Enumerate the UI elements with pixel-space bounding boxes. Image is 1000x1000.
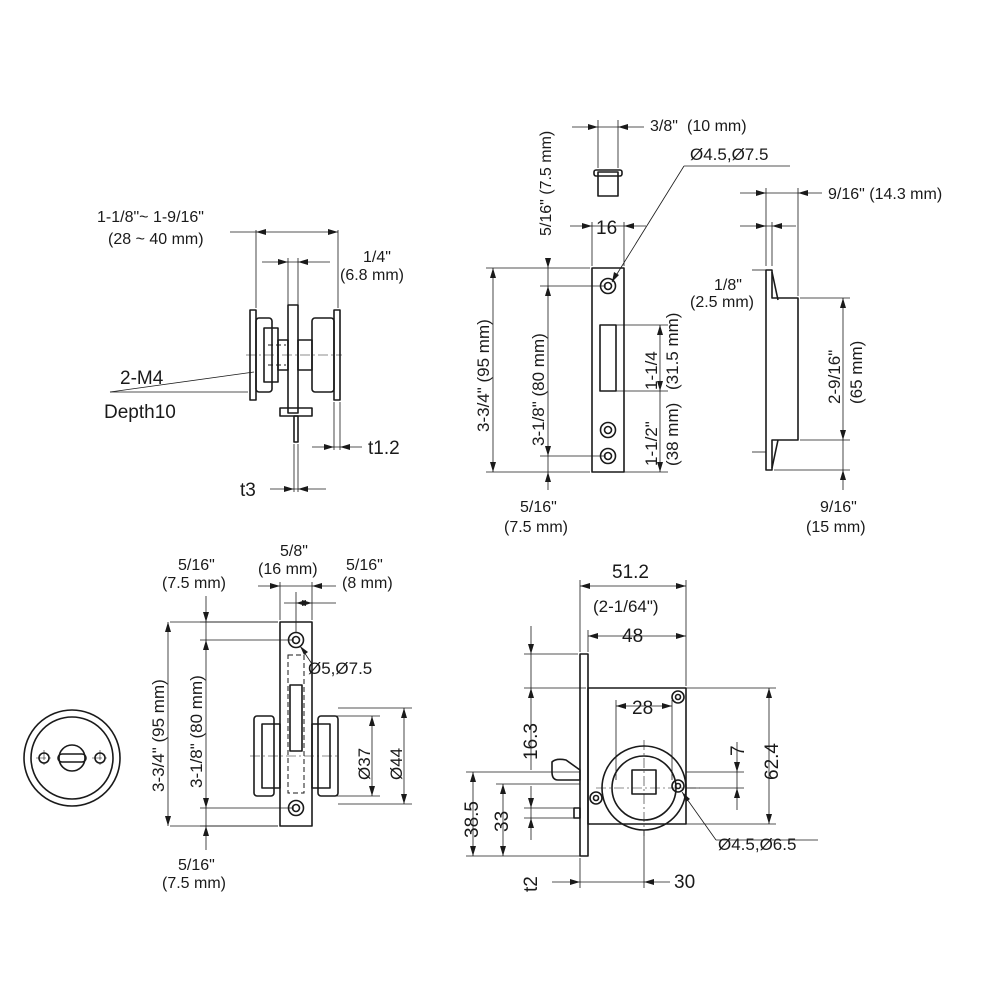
plate-right-label-1: 5/16" [346, 557, 383, 574]
strike-side-view: 9/16" (14.3 mm) 1/8" (2.5 mm) 2-9/16" (6… [690, 186, 942, 536]
round-cover-view [23, 709, 121, 807]
plate-width-label: 16 [596, 218, 617, 239]
lock-body-view: 51.2 (2-1/64") 48 28 16.3 7 62.4 38.5 33… [462, 562, 818, 893]
body-thickness-label: t2 [521, 876, 542, 892]
dim-16-3-label: 16.3 [521, 723, 542, 760]
lock-case [587, 687, 687, 825]
strike-slot [599, 324, 617, 392]
box-height-label-1: 2-9/16" [825, 350, 844, 404]
flange-label-2: (2.5 mm) [690, 294, 754, 311]
strike-holes-label: Ø4.5,Ø7.5 [690, 145, 768, 164]
handle-range-label-1: 1-1/8"~ 1-9/16" [97, 209, 204, 226]
hole-spacing-label: 28 [632, 698, 653, 719]
plate-bottom-label-1: 5/16" [178, 857, 215, 874]
cover-inner [30, 716, 114, 800]
strike-side-profile [765, 269, 799, 471]
strike-height-holes: 3-1/8" (80 mm) [529, 333, 548, 446]
strike-height-total: 3-3/4" (95 mm) [474, 319, 493, 432]
plate-mid-label-1: 5/8" [280, 543, 308, 560]
strike-plate [591, 267, 625, 473]
turn-knob [58, 744, 86, 772]
plate-bottom-label-2: (7.5 mm) [162, 875, 226, 892]
strike-bottom-label-2: (7.5 mm) [504, 519, 568, 536]
plate-left-label-2: (7.5 mm) [162, 575, 226, 592]
knob-width-left: 3/8" [650, 118, 678, 135]
plate-mid-label-2: (16 mm) [258, 561, 318, 578]
case-screw-top [671, 690, 685, 704]
front-plate-view: 5/16" (7.5 mm) 5/8" (16 mm) 5/16" (8 mm)… [149, 543, 412, 892]
inner-width-label: 48 [622, 626, 643, 647]
body-holes-label: Ø4.5,Ø6.5 [718, 835, 796, 854]
dim-33-label: 33 [492, 811, 513, 832]
plate-right-label-2: (8 mm) [342, 575, 393, 592]
plate-height-total: 3-3/4" (95 mm) [149, 679, 168, 792]
case-screw-right [671, 779, 685, 793]
latch-bolt [551, 758, 581, 781]
body-width-label-1: 51.2 [612, 562, 649, 583]
thread-label: 2-M4 [120, 368, 164, 389]
lock-plate [287, 304, 299, 414]
offset-label-2: (6.8 mm) [340, 267, 404, 284]
handle-range-label-2: (28 ~ 40 mm) [108, 231, 204, 248]
strike-bottom-label-1: 5/16" [520, 499, 557, 516]
strike-knob [597, 171, 619, 197]
body-depth-label: 30 [674, 872, 695, 893]
case-screw-left [589, 791, 603, 805]
slot-length-label-2: (31.5 mm) [663, 313, 682, 390]
plate-holes-label: Ø5,Ø7.5 [308, 659, 372, 678]
plate-thickness-label: t1.2 [368, 438, 400, 459]
inner-diameter-label: Ø37 [355, 748, 374, 780]
side-bottom-label-2: (15 mm) [806, 519, 866, 536]
slot-offset-label-1: 1-1/2" [642, 421, 661, 466]
knob-height-label: 5/16" (7.5 mm) [538, 131, 555, 236]
slot-offset-label-2: (38 mm) [663, 403, 682, 466]
side-view: 1-1/8"~ 1-9/16" (28 ~ 40 mm) 1/4" (6.8 m… [97, 209, 404, 501]
plate-height-holes: 3-1/8" (80 mm) [187, 675, 206, 788]
lock-faceplate [579, 653, 589, 857]
body-height-label: 62.4 [762, 743, 783, 780]
dim-38-5-label: 38.5 [462, 801, 483, 838]
spindle-thickness-label: t3 [240, 480, 256, 501]
side-bottom-label-1: 9/16" [820, 499, 857, 516]
side-depth-label: 9/16" (14.3 mm) [828, 186, 942, 203]
plate-left-label-1: 5/16" [178, 557, 215, 574]
body-width-label-2: (2-1/64") [593, 597, 659, 616]
dim-7-label: 7 [728, 745, 749, 756]
outer-diameter-label: Ø44 [387, 748, 406, 780]
slot-length-label-1: 1-1/4 [642, 351, 661, 390]
strike-front-view: 3/8" (10 mm) 5/16" (7.5 mm) 16 Ø4.5,Ø7.5… [474, 118, 790, 536]
box-height-label-2: (65 mm) [847, 341, 866, 404]
strike-hole-mid [599, 421, 617, 439]
turn-slot [57, 753, 87, 763]
spindle-foot [279, 407, 313, 417]
knob-width-right: (10 mm) [687, 118, 747, 135]
cover-outer [23, 709, 121, 807]
depth-label: Depth10 [104, 402, 176, 423]
flange-label-1: 1/8" [714, 277, 742, 294]
offset-label-1: 1/4" [363, 249, 391, 266]
